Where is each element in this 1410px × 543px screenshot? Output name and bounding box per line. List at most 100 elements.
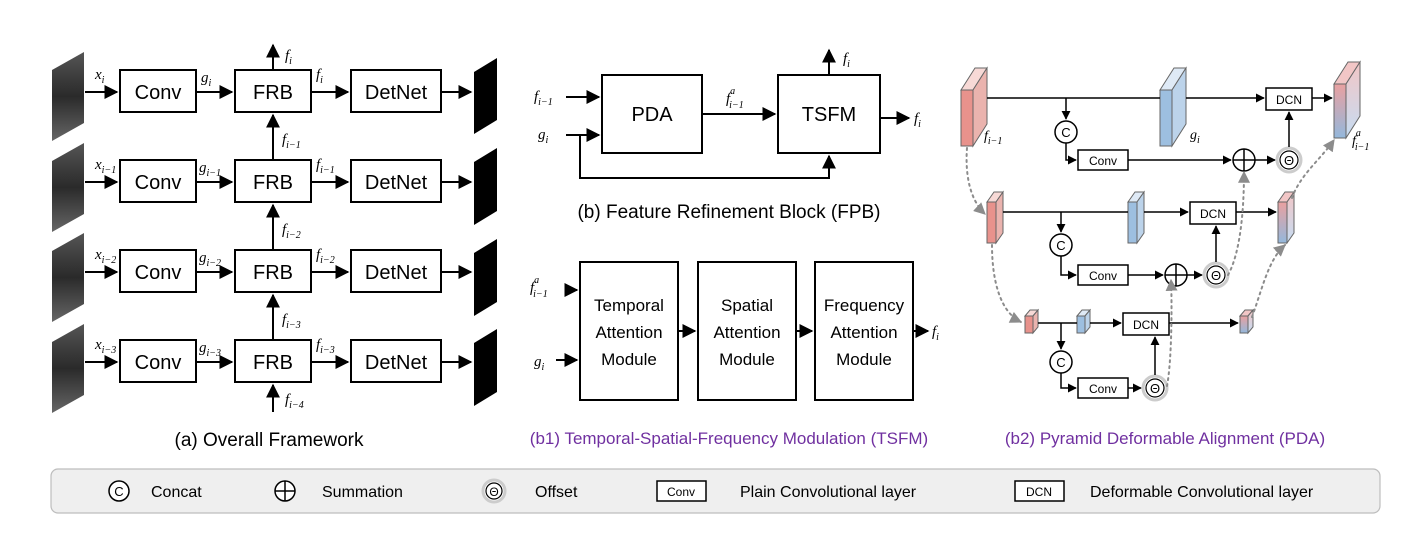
tsfm-label: TSFM	[802, 104, 856, 126]
detnet-block	[350, 249, 442, 293]
pda-block	[601, 74, 703, 154]
framework-row-0: Conv FRB DetNet xi gi fi	[85, 67, 473, 113]
fpb-input-f: fi−1	[534, 89, 553, 108]
frequency-line1: Frequency	[824, 296, 905, 315]
f-label: fi−2	[316, 247, 335, 266]
frb-block	[234, 159, 312, 203]
detnet-label: DetNet	[365, 352, 428, 374]
input-frame-1	[52, 52, 84, 141]
panel-a: Conv FRB DetNet xi gi fi Conv FRB DetNet…	[52, 43, 497, 451]
legend-label: Deformable Convolutional layer	[1090, 484, 1314, 501]
legend-dcn: DCN Deformable Convolutional layer	[1014, 480, 1314, 502]
detnet-block	[350, 69, 442, 113]
feature-cube-f-level3	[1023, 308, 1040, 335]
x-label: xi	[94, 67, 105, 86]
top-output-label: fi	[285, 48, 292, 67]
dcn-label: DCN	[1133, 318, 1159, 332]
tsfm-block	[777, 74, 881, 154]
conv-block	[119, 339, 197, 383]
g-label: gi−2	[199, 250, 221, 269]
frequency-line3: Module	[836, 350, 892, 369]
f-label: fi−3	[316, 337, 335, 356]
detnet-block	[350, 339, 442, 383]
caption-b1: (b1) Temporal-Spatial-Frequency Modulati…	[530, 429, 928, 448]
output-frames	[474, 58, 497, 406]
output-frame-2	[474, 148, 497, 225]
conv-label: Conv	[135, 262, 182, 284]
dcn-block	[1122, 312, 1170, 336]
temporal-line3: Module	[601, 350, 657, 369]
g-label: gi−3	[199, 340, 221, 359]
conv-label: Conv	[1089, 154, 1117, 168]
output-frame-4	[474, 329, 497, 406]
feature-cube-g-level1	[1159, 66, 1187, 148]
panel-b1: Temporal Attention Module Spatial Attent…	[530, 261, 939, 448]
dcn-block	[1189, 201, 1237, 225]
dcn-legend-box	[1014, 480, 1065, 502]
offset-symbol: Θ	[1284, 153, 1294, 168]
conv-legend-box	[656, 480, 707, 502]
f-label: fi−1	[316, 157, 335, 176]
legend-concat: C Concat	[108, 480, 202, 502]
legend-label: Offset	[535, 484, 578, 501]
legend-symbol: DCN	[1026, 485, 1052, 499]
output-frame-3	[474, 239, 497, 316]
chain-label: fi−1	[282, 132, 301, 151]
feature-cube-output-level2	[1277, 190, 1295, 245]
tsfm-input-g: gi	[534, 354, 545, 373]
detnet-label: DetNet	[365, 82, 428, 104]
framework-row-2: Conv FRB DetNet xi−2 gi−2 fi−2	[85, 247, 473, 293]
chain-label: fi−3	[282, 312, 301, 331]
feature-cube-g-level2	[1127, 190, 1145, 245]
legend-offset: Θ Offset	[481, 478, 578, 504]
feature-cube-g-level3	[1075, 308, 1092, 335]
conv-label: Conv	[135, 82, 182, 104]
tsfm-output-right: fi	[914, 111, 921, 130]
temporal-line2: Attention	[595, 323, 662, 342]
legend-symbol: C	[114, 484, 123, 499]
temporal-line1: Temporal	[594, 296, 664, 315]
legend-symbol: Conv	[667, 485, 695, 499]
pda-input-g: gi	[1190, 128, 1200, 146]
legend-box	[50, 468, 1381, 514]
legend-label: Plain Convolutional layer	[740, 484, 917, 501]
framework-row-3: Conv FRB DetNet xi−3 gi−3 fi−3	[85, 337, 473, 383]
spatial-attention-module	[697, 261, 797, 401]
g-label: gi	[201, 70, 212, 89]
caption-b2: (b2) Pyramid Deformable Alignment (PDA)	[1005, 429, 1325, 448]
concat-icon	[108, 480, 130, 502]
x-label: xi−1	[94, 157, 116, 176]
dcn-label: DCN	[1200, 207, 1226, 221]
frb-label: FRB	[253, 352, 293, 374]
spatial-line3: Module	[719, 350, 775, 369]
feature-cube-output-level3	[1238, 308, 1255, 335]
caption-a: (a) Overall Framework	[175, 430, 364, 451]
frb-label: FRB	[253, 172, 293, 194]
legend-label: Summation	[322, 484, 403, 501]
bottom-input-label: fi−4	[285, 392, 304, 411]
chain-label: fi−2	[282, 222, 301, 241]
pda-label: PDA	[631, 104, 673, 126]
output-frame-1	[474, 58, 497, 134]
feature-cube-f-level2	[986, 190, 1004, 245]
conv-block	[119, 249, 197, 293]
tsfm-output-top: fi	[843, 51, 850, 70]
dcn-block	[1265, 87, 1313, 111]
conv-label: Conv	[135, 352, 182, 374]
legend-label: Concat	[151, 484, 202, 501]
frb-label: FRB	[253, 82, 293, 104]
frb-label: FRB	[253, 262, 293, 284]
offset-symbol: Θ	[1150, 381, 1160, 396]
f-label: fi	[316, 67, 323, 86]
input-frame-4	[52, 324, 84, 413]
conv-label: Conv	[135, 172, 182, 194]
conv-label: Conv	[1089, 269, 1117, 283]
frequency-line2: Attention	[830, 323, 897, 342]
spatial-line2: Attention	[713, 323, 780, 342]
caption-b: (b) Feature Refinement Block (FPB)	[577, 202, 880, 223]
dcn-label: DCN	[1276, 93, 1302, 107]
fpb-input-g: gi	[538, 127, 549, 146]
